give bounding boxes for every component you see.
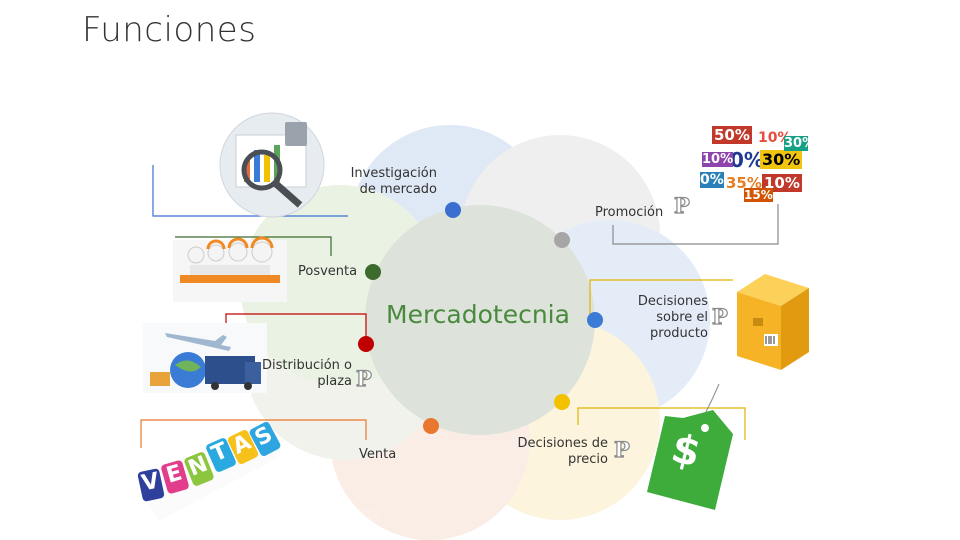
connector-promocion xyxy=(612,200,779,245)
discount-num: 50% xyxy=(712,126,752,144)
connector-posventa xyxy=(175,236,332,256)
slide-title: Funciones xyxy=(82,10,257,50)
discount-num: 30% xyxy=(784,136,808,151)
dot-venta[interactable] xyxy=(423,418,439,434)
discount-num: 10% xyxy=(702,152,734,167)
dot-posventa[interactable] xyxy=(365,264,381,280)
discount-num: 30% xyxy=(760,150,803,169)
connector-producto xyxy=(589,279,733,320)
dot-producto[interactable] xyxy=(587,312,603,328)
p-mark-promocion: P xyxy=(673,192,690,218)
label-producto[interactable]: Decisiones sobre el producto xyxy=(637,294,708,341)
connector-venta xyxy=(140,419,367,448)
discount-collage: 50% 10% 0% 30% 10% 0% 35% 10% 30% 15% xyxy=(700,124,808,204)
dot-promocion[interactable] xyxy=(554,232,570,248)
label-venta[interactable]: Venta xyxy=(359,447,397,462)
distribucion-logistics-image xyxy=(143,323,267,393)
dot-investigacion[interactable] xyxy=(445,202,461,218)
discount-num: 0% xyxy=(730,148,764,172)
dot-precio[interactable] xyxy=(554,394,570,410)
connector-precio xyxy=(577,407,746,440)
discount-num: 0% xyxy=(700,172,724,188)
label-distribucion[interactable]: Distribución o plaza xyxy=(262,358,352,389)
label-precio[interactable]: Decisiones de precio xyxy=(517,436,609,467)
p-mark-producto: P xyxy=(711,303,728,329)
label-posventa[interactable]: Posventa xyxy=(298,264,358,279)
discount-num: 10% xyxy=(758,130,792,146)
label-promocion[interactable]: Promoción xyxy=(595,205,664,220)
posventa-call-center-image xyxy=(173,236,287,302)
market-research-image xyxy=(219,112,325,218)
label-investigacion[interactable]: Investigación de mercado xyxy=(350,166,437,197)
p-mark-distribucion: P xyxy=(355,365,372,391)
center-label: Mercadotecnia xyxy=(386,300,570,329)
dot-distribucion[interactable] xyxy=(358,336,374,352)
p-mark-precio: P xyxy=(613,436,630,462)
center-circle xyxy=(365,205,595,435)
discount-num: 15% xyxy=(744,188,773,202)
discount-num: 35% xyxy=(726,174,762,192)
discount-num: 10% xyxy=(762,174,802,192)
connector-distribucion xyxy=(225,313,367,338)
precio-price-tag-image xyxy=(647,383,733,510)
producto-box-image xyxy=(737,274,809,370)
